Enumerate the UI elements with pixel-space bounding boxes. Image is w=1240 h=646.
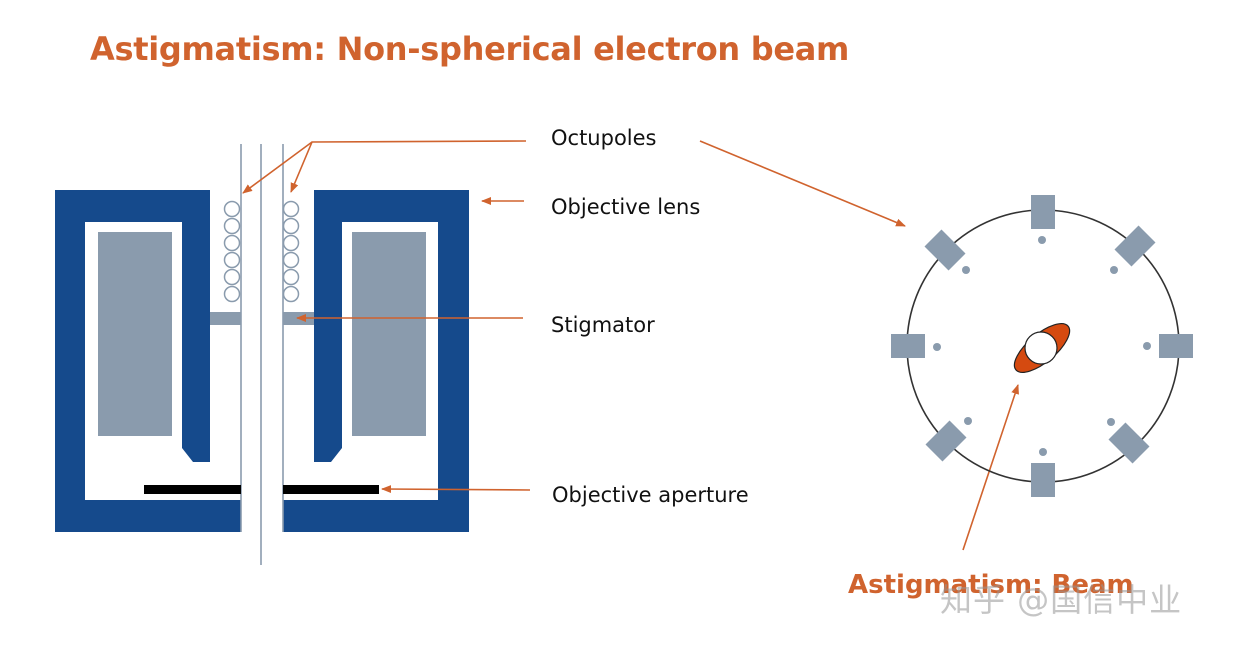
objective-aperture-label: Objective aperture xyxy=(552,483,749,507)
callout-arrows xyxy=(242,140,1019,551)
stigmator-label: Stigmator xyxy=(551,313,655,337)
pole-top xyxy=(1031,195,1055,229)
stigmator-left xyxy=(210,312,241,325)
pole-bottom xyxy=(1031,463,1055,497)
pole-left xyxy=(891,334,925,358)
octupole-coils-right xyxy=(282,200,300,303)
diagram-title: Astigmatism: Non-spherical electron beam xyxy=(90,30,850,68)
pole-piece-left xyxy=(98,232,172,436)
octupole-ring xyxy=(891,195,1193,497)
pole-top-left xyxy=(924,229,966,271)
beam-arrow xyxy=(962,384,1019,551)
round-beam xyxy=(1024,331,1058,365)
watermark: 知乎 @国信中业 xyxy=(940,581,1183,619)
octupoles-arrow-ring xyxy=(699,140,906,227)
objective-lens-right xyxy=(283,190,469,532)
octupole-coils-left xyxy=(223,200,241,303)
pole-bottom-right xyxy=(1108,422,1150,464)
pole-top-right xyxy=(1114,225,1156,267)
octupoles-arrow-left xyxy=(242,140,527,194)
aperture-arrow xyxy=(381,485,531,494)
astigmatism-beam-label: Astigmatism: Beam xyxy=(848,570,1134,600)
objective-lens-left xyxy=(55,190,241,532)
objective-lens-label: Objective lens xyxy=(551,195,701,219)
octupoles-arrow-right xyxy=(290,141,313,193)
pole-right xyxy=(1159,334,1193,358)
aperture-right xyxy=(283,485,379,494)
column-lines xyxy=(240,144,284,565)
aperture-left xyxy=(144,485,241,494)
pole-piece-right xyxy=(352,232,426,436)
pole-bottom-left xyxy=(925,420,967,462)
octupoles-label: Octupoles xyxy=(551,126,657,150)
